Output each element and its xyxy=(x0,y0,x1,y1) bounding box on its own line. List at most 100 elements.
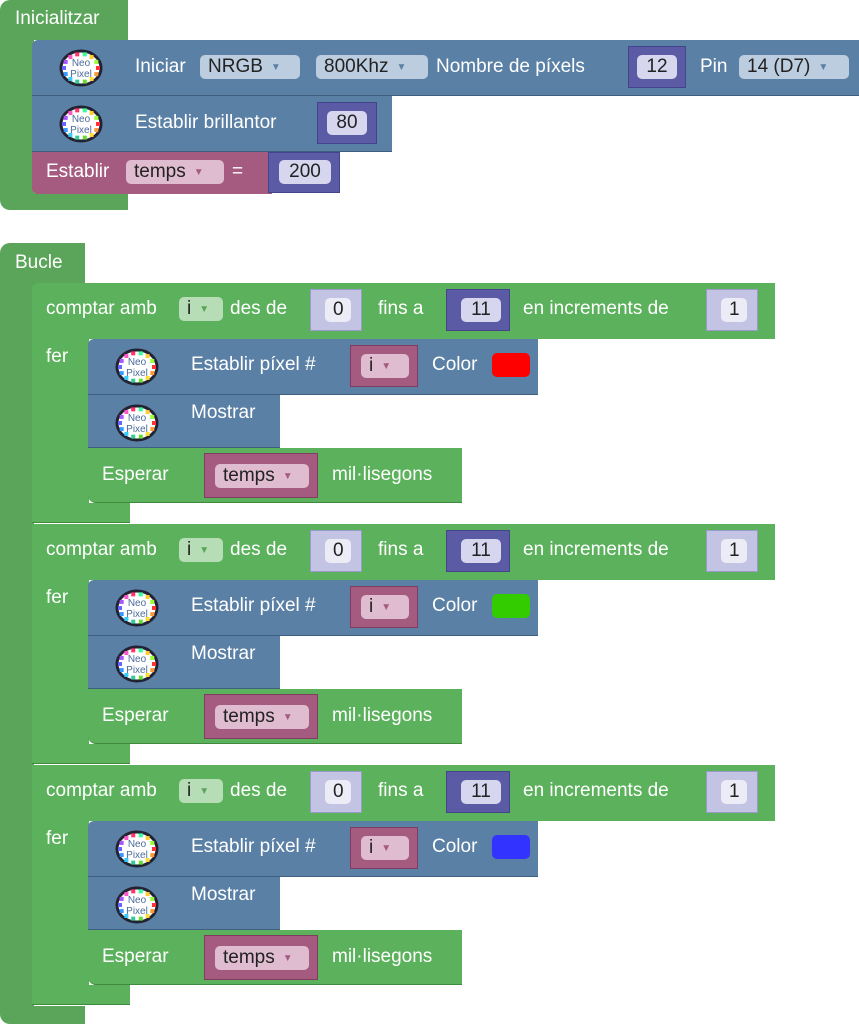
type-dropdown[interactable]: NRGB▼ xyxy=(200,55,300,79)
for-loop-block[interactable]: comptar amb i▼ des de 0 fins a 11 en inc… xyxy=(32,765,775,821)
color-swatch[interactable] xyxy=(492,594,530,618)
wait-label: Esperar xyxy=(102,946,169,967)
loop-var-dropdown[interactable]: i▼ xyxy=(179,779,223,803)
loop-var-dropdown[interactable]: i▼ xyxy=(179,538,223,562)
pixel-index-block[interactable]: i▼ xyxy=(350,345,418,387)
pixel-var-dropdown[interactable]: i▼ xyxy=(361,595,409,619)
for-loop-arm xyxy=(32,820,89,990)
wait-var-block[interactable]: temps▼ xyxy=(204,935,318,980)
step-label: en increments de xyxy=(523,780,669,801)
from-number-block[interactable]: 0 xyxy=(310,530,362,572)
for-loop-block[interactable]: comptar amb i▼ des de 0 fins a 11 en inc… xyxy=(32,524,775,580)
step-number-block[interactable]: 1 xyxy=(706,289,758,331)
setvar-value[interactable]: 200 xyxy=(279,160,331,184)
loop-var-dropdown[interactable]: i▼ xyxy=(179,297,223,321)
wait-unit-label: mil·lisegons xyxy=(332,464,433,485)
dropdown-arrow-icon: ▼ xyxy=(396,62,407,73)
svg-text:Neo: Neo xyxy=(128,839,147,850)
dropdown-arrow-icon: ▼ xyxy=(818,62,829,73)
from-label: des de xyxy=(230,298,288,319)
to-value[interactable]: 11 xyxy=(461,539,501,563)
init-title: Inicialitzar xyxy=(15,8,100,29)
begin-label: Iniciar xyxy=(135,56,186,77)
dropdown-arrow-icon: ▼ xyxy=(282,953,293,964)
svg-text:Pixel: Pixel xyxy=(126,368,148,379)
to-label: fins a xyxy=(378,539,424,560)
pixel-var-value: i xyxy=(369,355,374,376)
step-number-block[interactable]: 1 xyxy=(706,530,758,572)
freq-dropdown[interactable]: 800Khz ▼ xyxy=(316,55,428,79)
svg-text:Pixel: Pixel xyxy=(126,665,148,676)
to-number-block[interactable]: 11 xyxy=(446,771,510,813)
show-label: Mostrar xyxy=(191,884,256,905)
wait-block[interactable]: Esperar temps▼ mil·lisegons xyxy=(88,448,462,503)
count-label: comptar amb xyxy=(46,780,157,801)
to-value[interactable]: 11 xyxy=(461,780,501,804)
svg-text:Pixel: Pixel xyxy=(70,69,92,80)
from-number-block[interactable]: 0 xyxy=(310,289,362,331)
step-number-block[interactable]: 1 xyxy=(706,771,758,813)
pixel-var-dropdown[interactable]: i▼ xyxy=(361,836,409,860)
dropdown-arrow-icon: ▼ xyxy=(199,545,210,556)
for-loop-arm xyxy=(32,338,89,508)
from-label: des de xyxy=(230,539,288,560)
svg-text:Pixel: Pixel xyxy=(126,424,148,435)
color-swatch[interactable] xyxy=(492,835,530,859)
pixel-var-dropdown[interactable]: i▼ xyxy=(361,354,409,378)
dropdown-arrow-icon: ▼ xyxy=(199,786,210,797)
var-dropdown[interactable]: temps▼ xyxy=(126,160,224,184)
wait-var-dropdown[interactable]: temps▼ xyxy=(215,705,309,729)
step-value[interactable]: 1 xyxy=(721,780,747,804)
brightness-number-block[interactable]: 80 xyxy=(317,102,377,144)
pixels-value[interactable]: 12 xyxy=(637,55,677,79)
to-number-block[interactable]: 11 xyxy=(446,289,510,331)
brightness-value[interactable]: 80 xyxy=(327,111,367,135)
step-value[interactable]: 1 xyxy=(721,298,747,322)
for-loop-block[interactable]: comptar amb i▼ des de 0 fins a 11 en inc… xyxy=(32,283,775,339)
color-label: Color xyxy=(432,595,478,616)
pin-dropdown[interactable]: 14 (D7)▼ xyxy=(739,55,849,79)
pixel-index-block[interactable]: i▼ xyxy=(350,827,418,869)
wait-block[interactable]: Esperar temps▼ mil·lisegons xyxy=(88,930,462,985)
wait-var-dropdown[interactable]: temps▼ xyxy=(215,946,309,970)
step-label: en increments de xyxy=(523,539,669,560)
wait-block[interactable]: Esperar temps▼ mil·lisegons xyxy=(88,689,462,744)
from-number-block[interactable]: 0 xyxy=(310,771,362,813)
from-value[interactable]: 0 xyxy=(325,780,351,804)
from-value[interactable]: 0 xyxy=(325,298,351,322)
freq-value: 800Khz xyxy=(324,56,389,77)
to-label: fins a xyxy=(378,780,424,801)
for-loop-arm xyxy=(32,579,89,749)
wait-var-dropdown[interactable]: temps▼ xyxy=(215,464,309,488)
wait-var-block[interactable]: temps▼ xyxy=(204,694,318,739)
init-event-block[interactable] xyxy=(0,0,128,40)
from-value[interactable]: 0 xyxy=(325,539,351,563)
pixel-index-block[interactable]: i▼ xyxy=(350,586,418,628)
color-swatch[interactable] xyxy=(492,353,530,377)
dropdown-arrow-icon: ▼ xyxy=(270,62,281,73)
wait-unit-label: mil·lisegons xyxy=(332,705,433,726)
step-value[interactable]: 1 xyxy=(721,539,747,563)
set-variable-block[interactable]: Establir temps▼ = xyxy=(32,152,272,194)
loop-event-block[interactable] xyxy=(0,243,85,285)
pixels-number-block[interactable]: 12 xyxy=(628,46,686,88)
pin-label: Pin xyxy=(700,56,728,77)
to-number-block[interactable]: 11 xyxy=(446,530,510,572)
setvar-number-block[interactable]: 200 xyxy=(268,152,340,193)
wait-var-block[interactable]: temps▼ xyxy=(204,453,318,498)
wait-unit-label: mil·lisegons xyxy=(332,946,433,967)
to-value[interactable]: 11 xyxy=(461,298,501,322)
loop-var-value: i xyxy=(187,539,192,560)
init-event-bottom xyxy=(0,193,128,210)
